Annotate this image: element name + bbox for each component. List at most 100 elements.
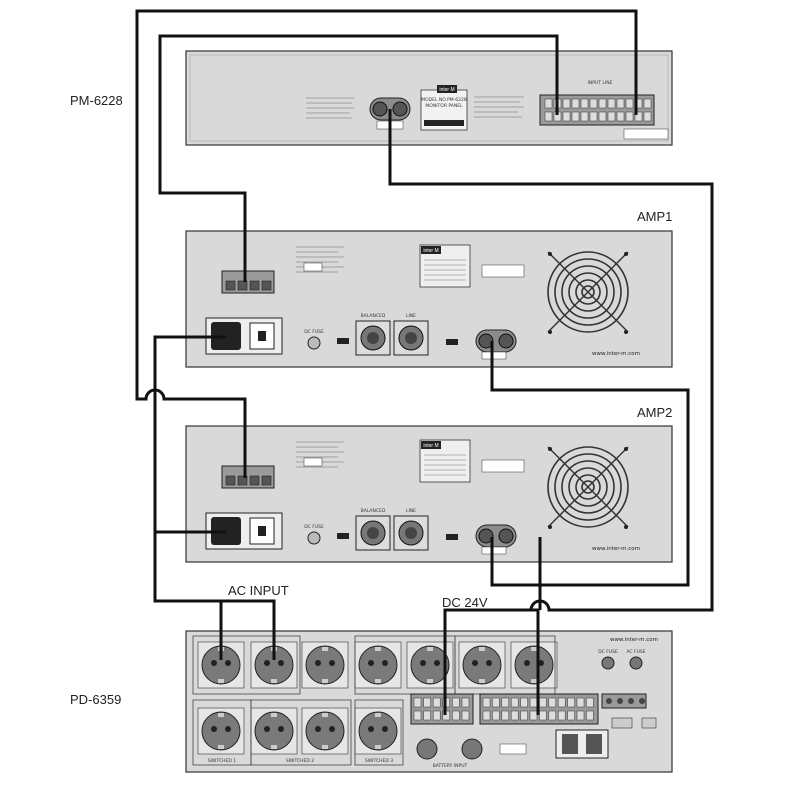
pm-model-line2: MONITOR PANEL [425, 103, 463, 109]
xlr-center [367, 527, 379, 539]
pd-outlet-ground [375, 679, 381, 683]
pd-outlet-hole [211, 660, 217, 666]
amp-dc-fuse-label: DC FUSE [304, 329, 324, 335]
pd-outlet-ground [322, 647, 328, 651]
pm-terminal-screw [571, 111, 580, 122]
amp-balanced-label: BALANCED [361, 313, 386, 319]
amp-web: www.inter-m.com [592, 546, 640, 552]
fan-ring [561, 265, 615, 319]
pd-dc-fuse-label: DC FUSE [598, 649, 618, 655]
pd-terminal-screw [510, 697, 519, 708]
pd-outlet-hole [329, 726, 335, 732]
pd-outlet-face [410, 645, 450, 685]
pd-terminal-screw [413, 710, 422, 721]
pm-6228-panel: inter M MODEL NO.PM-6228 MONITOR PANEL I… [185, 50, 673, 146]
pd-terminal-screw [452, 697, 460, 708]
amp-brand-badge [421, 246, 441, 254]
pd-outlet-face [254, 711, 294, 751]
fan-ring [581, 480, 595, 494]
pd-outlet-hole [278, 660, 284, 666]
pm-terminal-screw [625, 98, 634, 109]
pd-outlet-face [305, 711, 345, 751]
pd-outlet-face [358, 711, 398, 751]
pm-terminal-screw [544, 98, 553, 109]
dc-24v-label: DC 24V [442, 595, 488, 610]
pm-terminal-screw [643, 98, 652, 109]
fan-ring [554, 453, 622, 521]
pd-outlet-face [462, 645, 502, 685]
fan-ring [568, 467, 608, 507]
amp-label-sticker [303, 262, 323, 272]
ac-switch [249, 322, 275, 350]
fuse-icon [307, 531, 321, 545]
pd-terminal-screw [520, 697, 528, 708]
pd-terminal-screw [482, 697, 491, 708]
pd-outlet-face [201, 711, 241, 751]
pd-terminal-screw [529, 697, 538, 708]
pm-terminal-screw [580, 98, 589, 109]
pd-outlet-hole [472, 660, 478, 666]
pd-outlet-ground [427, 679, 433, 683]
pd-outlet-ground [218, 679, 224, 683]
pd-outlet-face [514, 645, 554, 685]
amp-serial-label [481, 459, 525, 473]
pd-terminal-screw [548, 710, 557, 721]
pd-outlet-hole [315, 660, 321, 666]
wire-amp1-to-amp2 [490, 341, 690, 587]
fan-ring [561, 460, 615, 514]
pd-ac-fuse-label: AC FUSE [626, 649, 645, 655]
fan-ring [568, 272, 608, 312]
pd-outlet-ground [322, 745, 328, 749]
amp-terminal-screw [261, 280, 272, 291]
pd-terminal-screw [576, 710, 585, 721]
pm-model-brand: inter M [439, 87, 454, 93]
amp-dc-fuse-label: DC FUSE [304, 524, 324, 530]
pd-outlet-hole [211, 726, 217, 732]
pd-outlet-ground [218, 713, 224, 717]
amp-brand: inter M [423, 248, 438, 254]
pm-terminal-screw [544, 111, 553, 122]
amp-speaker-pin [498, 333, 514, 349]
pm-terminal-screw [616, 111, 625, 122]
ac-switch-rocker [258, 331, 266, 341]
amp-terminal-screw [237, 475, 248, 486]
pd-terminal-screw [548, 697, 557, 708]
amp-terminal-screw [249, 475, 260, 486]
pd-terminal-screw [567, 710, 575, 721]
pm-terminal-screw [625, 111, 634, 122]
pd-switched-2-label: SWITCHED 2 [286, 758, 314, 764]
pd-terminal-screw [492, 710, 500, 721]
pd-outlet-ground [427, 647, 433, 651]
fan-ring [581, 285, 595, 299]
fan-screw [548, 447, 552, 451]
pd-outlet-ground [479, 647, 485, 651]
pd-outlet-ground [531, 647, 537, 651]
pd-terminal-screw [576, 697, 585, 708]
pd-outlet-face [305, 645, 345, 685]
pd-outlet-ground [479, 679, 485, 683]
pd-outlet-hole [264, 726, 270, 732]
pm-terminal-screw [607, 111, 616, 122]
pd-outlet-ground [322, 679, 328, 683]
pd-outlet-hole [486, 660, 492, 666]
amp-speaker-pin [478, 528, 494, 544]
pm-terminal-screw [589, 98, 598, 109]
pd-dc-terminal-block-1 [410, 693, 474, 725]
amp-terminal-screw [225, 475, 236, 486]
wire-ac-to-pd [221, 599, 276, 660]
amp-brand: inter M [423, 443, 438, 449]
pm-terminal-screw [643, 111, 652, 122]
pd-outlet-ground [375, 713, 381, 717]
wiring [135, 9, 714, 715]
pd-terminal-screw [501, 697, 510, 708]
pm-inputs-header: INPUT LINE [588, 80, 613, 86]
amp-toggle [337, 533, 349, 539]
pd-6359-panel: SWITCHED 1 SWITCHED 2 SWITCHED 3 BATTERY… [185, 630, 673, 773]
pd-terminal-screw [501, 710, 510, 721]
pd-switched-1-label: SWITCHED 1 [208, 758, 236, 764]
pd-terminal-screw [452, 710, 460, 721]
pm-terminal-screw [616, 98, 625, 109]
amp-toggle [446, 534, 458, 540]
